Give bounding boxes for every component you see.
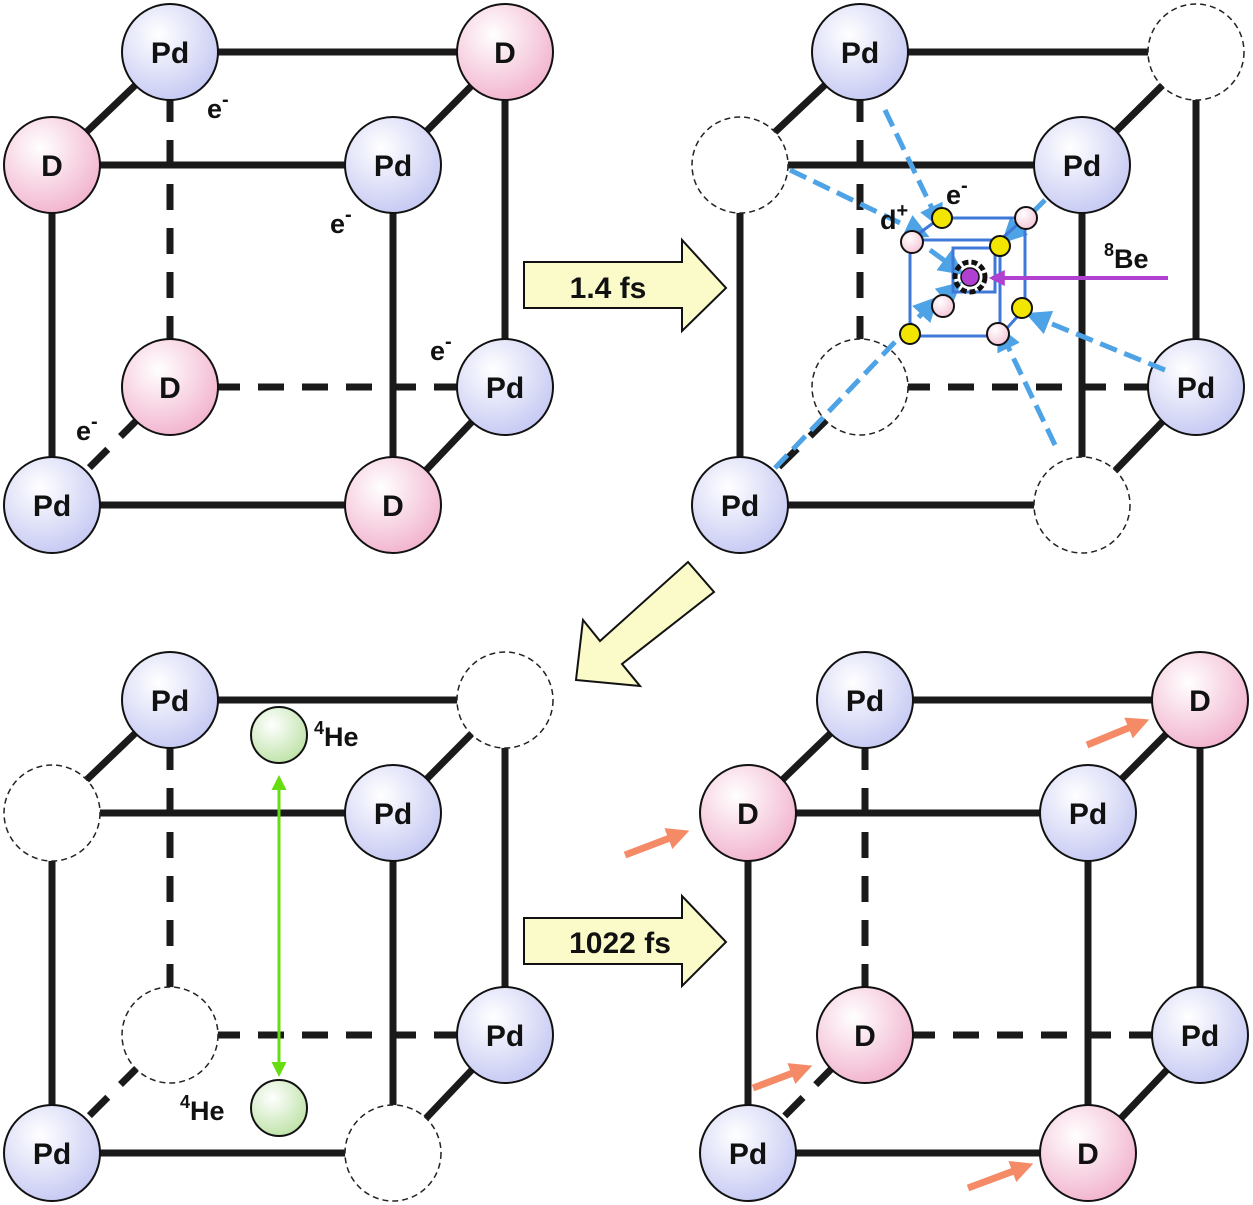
deuteron-label: d+ [880,200,908,235]
svg-text:D: D [1189,685,1211,718]
vacancy-site [121,986,219,1084]
electron-label: e- [946,175,968,210]
atom-d: D [816,986,914,1084]
deuteron-particle [986,322,1010,346]
atom-pd: Pd [1151,986,1249,1084]
vacancy-site [3,764,101,862]
be8-label: 8Be [1104,240,1149,274]
svg-text:D: D [494,37,516,70]
atom-pd: Pd [816,651,914,749]
transition-arrow-diagonal [574,560,716,688]
svg-text:D: D [159,372,181,405]
svg-text:D: D [854,1020,876,1053]
cube-edges [48,48,509,509]
atom-pd: Pd [456,338,554,436]
deuteron-particle [931,294,955,318]
atom-pd: Pd [1033,116,1131,214]
atom-pd: Pd [456,986,554,1084]
svg-text:Pd: Pd [374,150,412,183]
atom-pd: Pd [699,1104,797,1202]
electron-particle [1011,297,1033,319]
electron-particle [899,323,921,345]
atom-d: D [1151,651,1249,749]
panel-initial-lattice: Pd D D Pd D Pd Pd D e- e- e- e- [3,3,554,554]
svg-text:1.4 fs: 1.4 fs [570,272,647,305]
deuteron-particle [1014,206,1038,230]
atom-d: D [121,338,219,436]
helium-atom [250,706,308,764]
vacancy-site [811,338,909,436]
panel-reloaded-lattice: Pd D D Pd D Pd Pd D [623,651,1249,1202]
svg-text:Pd: Pd [374,798,412,831]
svg-text:1022 fs: 1022 fs [569,927,671,960]
electron-label: e- [76,411,98,446]
atom-pd: Pd [691,456,789,554]
atom-d: D [1039,1104,1137,1202]
vacancy-site [456,651,554,749]
svg-text:Pd: Pd [729,1138,767,1171]
vacancy-site [344,1104,442,1202]
svg-text:Pd: Pd [151,685,189,718]
transition-arrow-1: 1.4 fs [523,237,728,334]
atom-d: D [456,3,554,101]
transition-arrow-2: 1022 fs [523,893,728,989]
svg-text:Pd: Pd [1063,150,1101,183]
deuterium-influx-arrows [623,717,1150,1192]
cube-edges [744,696,1204,1157]
helium-label: 4He [314,718,359,752]
atom-pd: Pd [1147,338,1245,436]
atom-d: D [344,456,442,554]
panel-helium-products: Pd Pd Pd Pd 4He 4He [3,651,554,1202]
atom-pd: Pd [811,3,909,101]
atom-pd: Pd [3,1104,101,1202]
svg-text:Pd: Pd [1177,372,1215,405]
svg-text:D: D [737,798,759,831]
svg-text:D: D [382,490,404,523]
atom-d: D [3,116,101,214]
electron-label: e- [207,89,229,124]
atom-pd: Pd [3,456,101,554]
vacancy-site [1033,456,1131,554]
electron-particle [989,235,1011,257]
electron-label: e- [430,331,452,366]
svg-text:Pd: Pd [721,490,759,523]
atom-pd: Pd [344,764,442,862]
atom-pd: Pd [121,651,219,749]
svg-text:Pd: Pd [1181,1020,1219,1053]
vacancy-site [1147,3,1245,101]
svg-text:Pd: Pd [1069,798,1107,831]
atom-pd: Pd [344,116,442,214]
electron-particle [931,207,953,229]
svg-text:Pd: Pd [846,685,884,718]
svg-text:D: D [41,150,63,183]
svg-text:Pd: Pd [486,1020,524,1053]
be-nucleus [960,267,980,287]
svg-text:D: D [1077,1138,1099,1171]
panel-compressed-state: Pd Pd Pd Pd [691,3,1245,554]
svg-text:Pd: Pd [151,37,189,70]
helium-label: 4He [180,1092,225,1126]
electron-label: e- [330,204,352,239]
svg-text:Pd: Pd [486,372,524,405]
vacancy-site [691,116,789,214]
svg-text:Pd: Pd [33,490,71,523]
svg-text:Pd: Pd [841,37,879,70]
atom-d: D [699,764,797,862]
atom-pd: Pd [121,3,219,101]
deuteron-particle [900,230,924,254]
svg-text:Pd: Pd [33,1138,71,1171]
be-nucleus-shell [952,259,988,295]
helium-atom [250,1079,308,1137]
atom-pd: Pd [1039,764,1137,862]
